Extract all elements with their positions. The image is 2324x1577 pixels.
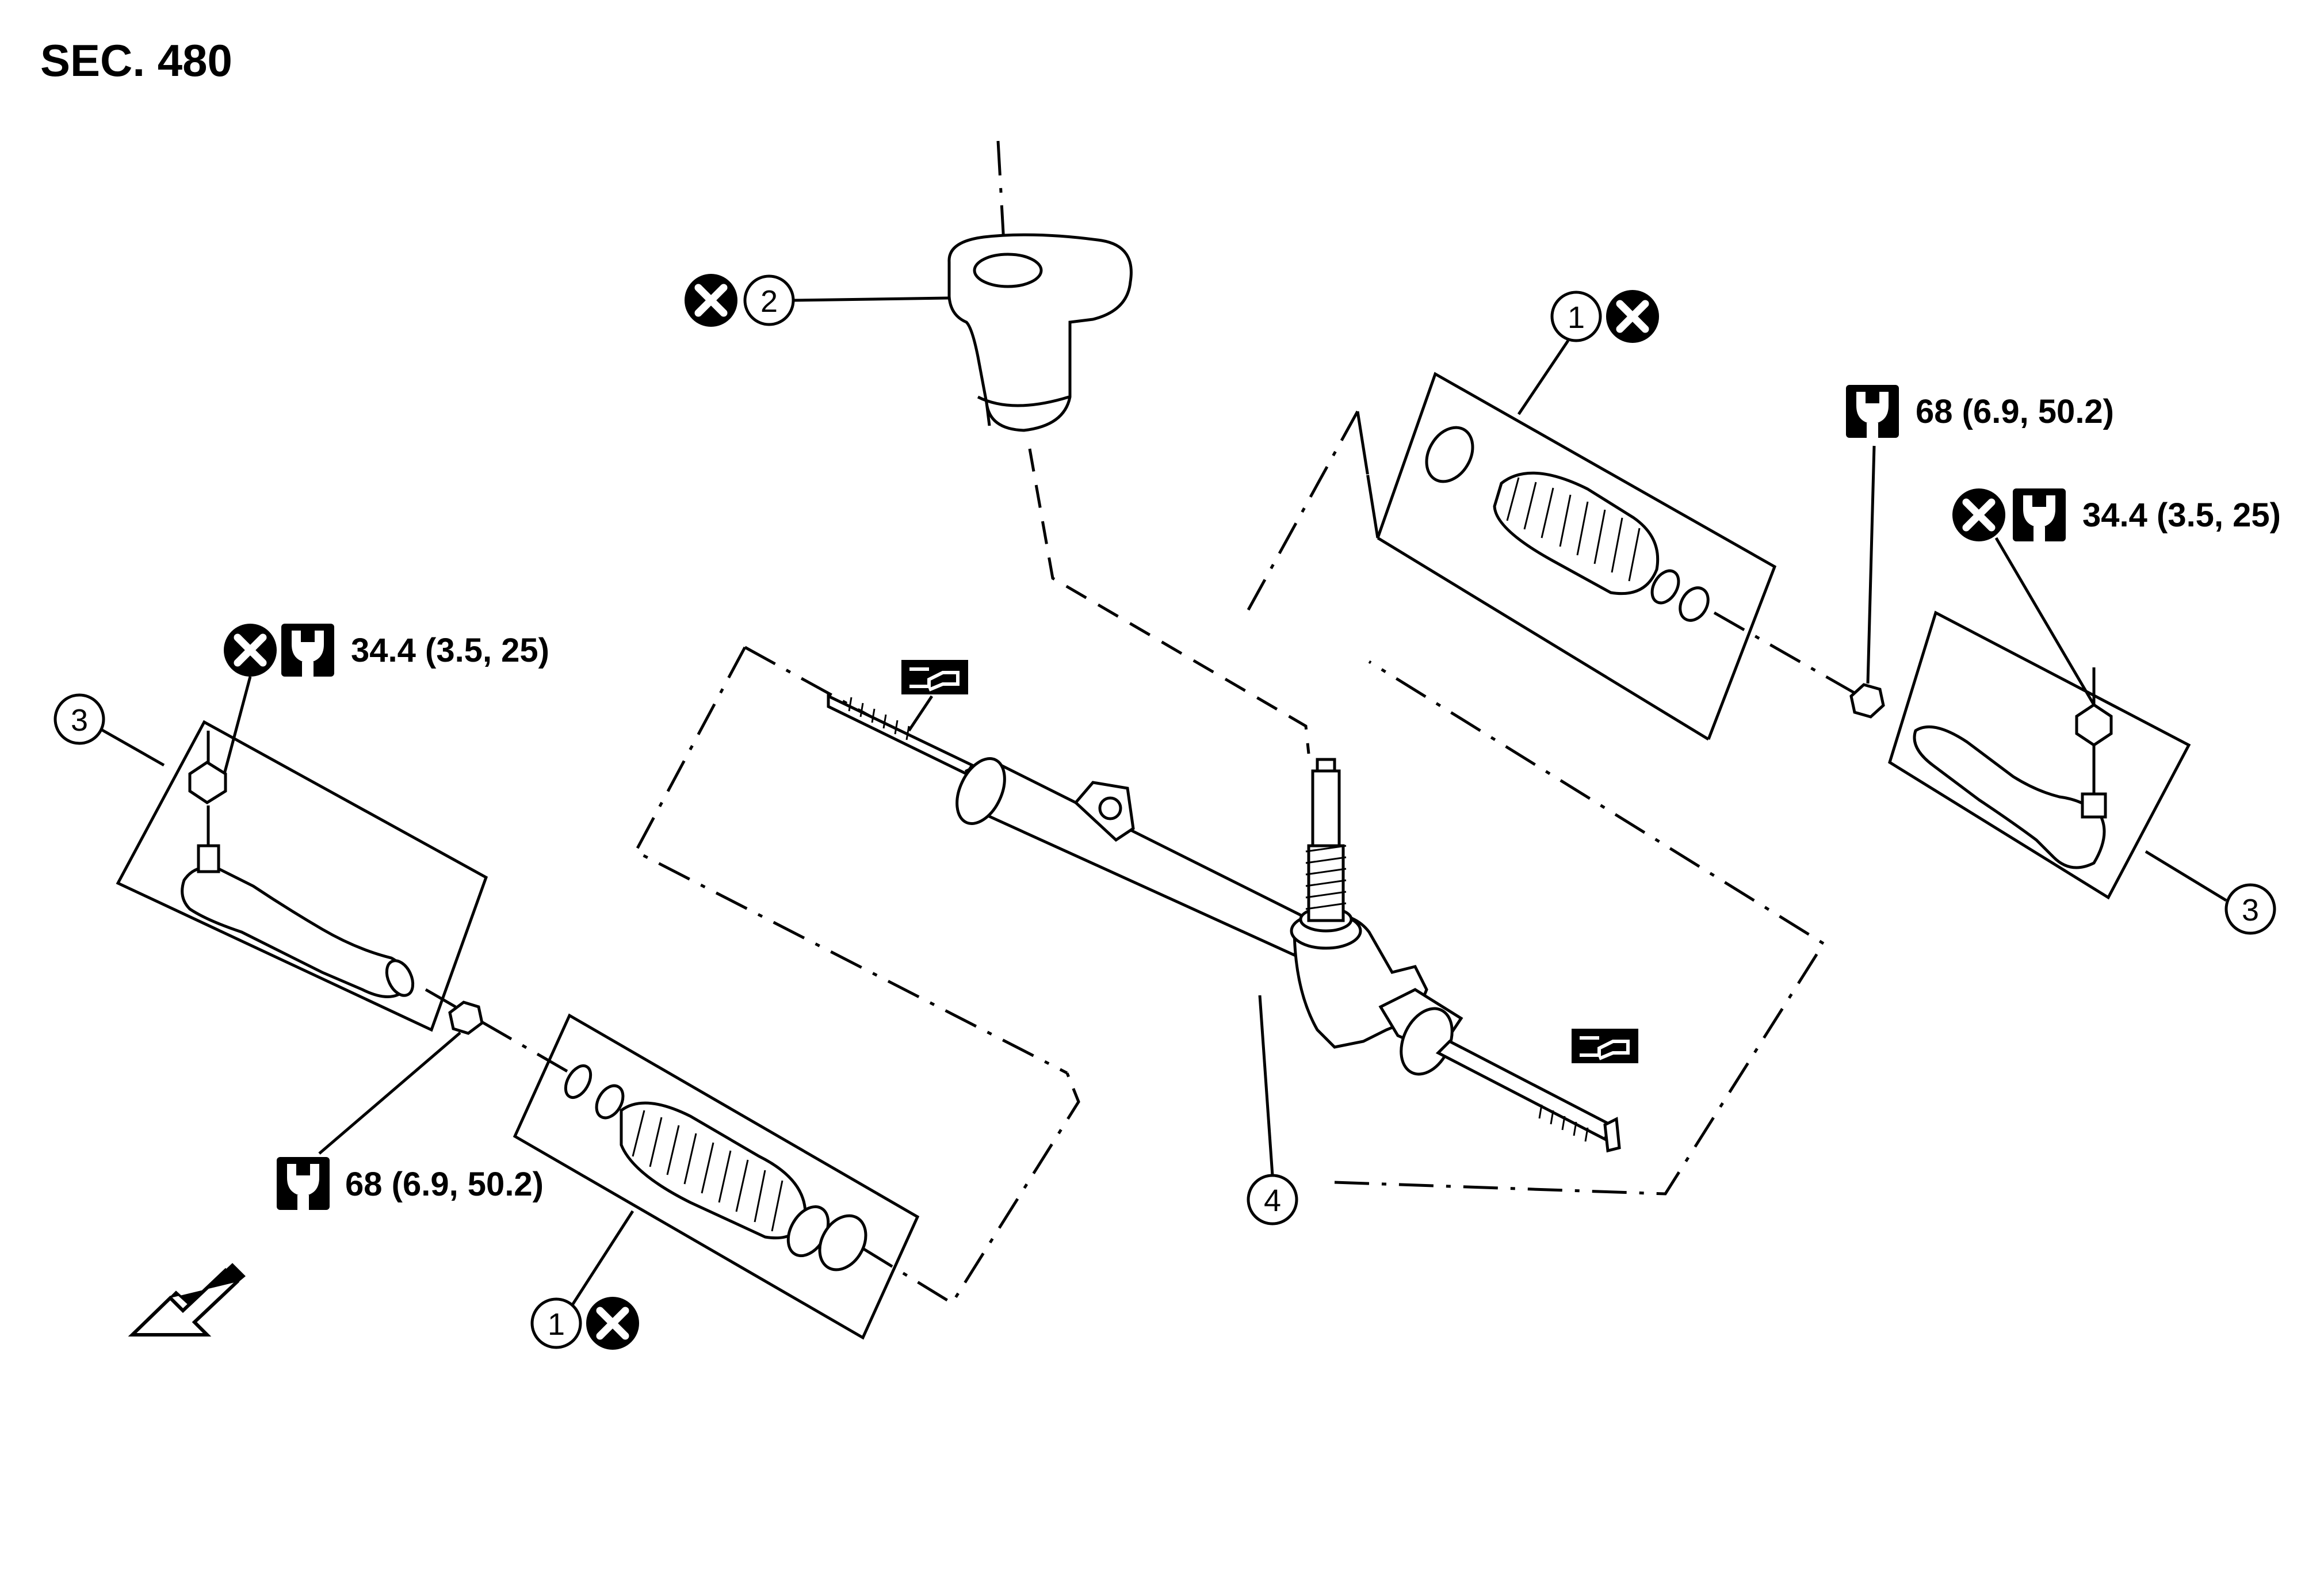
section-label: SEC. 480 [40, 35, 232, 86]
do-not-reuse-icon [1952, 488, 2005, 541]
tightening-torque-icon [2013, 488, 2066, 541]
outer-socket-right [1913, 702, 2113, 869]
callout-circle-1-bottom [530, 1297, 582, 1349]
callout-circle-2 [743, 274, 795, 326]
torque-left-ball-joint: 34.4 (3.5, 25) [351, 632, 549, 669]
grease-apply-icon [901, 660, 968, 694]
torque-right-ball-joint: 34.4 (3.5, 25) [2082, 497, 2281, 534]
do-not-reuse-icon [224, 624, 277, 677]
torque-right-nut: 68 (6.9, 50.2) [1916, 393, 2114, 430]
tightening-torque-icon [1846, 385, 1899, 438]
do-not-reuse-icon [586, 1297, 639, 1350]
callout-4-label: 4 [1264, 1183, 1281, 1218]
vehicle-front-arrow-icon [128, 1263, 246, 1337]
callout-2-label: 2 [760, 284, 778, 319]
torque-left-nut: 68 (6.9, 50.2) [345, 1166, 544, 1203]
tightening-torque-icon [281, 624, 334, 677]
lock-nut-left [448, 1001, 484, 1035]
outer-socket-left [181, 761, 415, 998]
tightening-torque-icon [277, 1157, 330, 1210]
callout-circle-3-right [2224, 883, 2276, 935]
boot-right [1425, 426, 1710, 622]
grease-apply-icon [1572, 1029, 1638, 1063]
callout-3-right-label: 3 [2242, 893, 2259, 927]
boot-left [564, 1064, 867, 1271]
callout-circle-3-left [53, 693, 105, 745]
callout-circle-1-top [1550, 291, 1602, 342]
callout-1-bottom-label: 1 [548, 1307, 565, 1342]
do-not-reuse-icon [1606, 290, 1659, 343]
do-not-reuse-icon [685, 274, 737, 327]
callout-3-left-label: 3 [71, 703, 88, 738]
steering-gear-assembly [827, 694, 1621, 1153]
gear-insulator [947, 140, 1133, 432]
callout-1-top-label: 1 [1568, 300, 1585, 335]
lock-nut-right [1849, 683, 1885, 719]
